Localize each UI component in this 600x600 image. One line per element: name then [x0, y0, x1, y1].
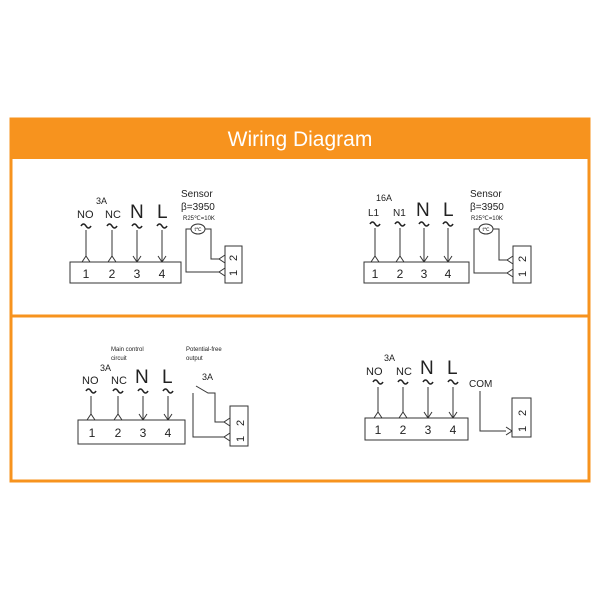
output-terminal-2: 2: [235, 420, 247, 426]
output-block: [229, 405, 249, 447]
sensor-resistance: R25℃=10K: [183, 216, 215, 222]
page-title: Wiring Diagram: [228, 128, 373, 151]
output-terminal-1: 1: [517, 271, 529, 277]
output-block: [511, 397, 532, 438]
terminal-1: 1: [83, 267, 90, 281]
input-label-l1: L1: [368, 208, 380, 219]
output-label-line2: output: [186, 356, 203, 362]
tilde-icons: [85, 388, 174, 394]
output-label-line1: Potential-free: [186, 347, 222, 353]
terminal-3: 3: [425, 423, 432, 437]
diagram-sensor-3a: NO 3A NC N L 1 2 3 4 Sensor β=3950 R25℃=…: [69, 189, 243, 284]
sensor-symbol: t℃: [194, 227, 201, 233]
sensor-beta: β=3950: [470, 202, 504, 213]
terminal-4: 4: [450, 423, 457, 437]
terminal-4: 4: [165, 426, 172, 440]
input-label-nc: NC: [111, 375, 127, 387]
terminal-1: 1: [375, 423, 382, 437]
tilde-icons: [369, 221, 454, 227]
input-label-nc: NC: [396, 366, 412, 378]
terminal-1: 1: [372, 267, 379, 281]
output-terminal-2: 2: [517, 256, 529, 262]
input-label-n1: N1: [393, 208, 406, 219]
terminal-2: 2: [397, 267, 404, 281]
input-label-n: N: [420, 358, 434, 379]
rating-label: 3A: [100, 363, 111, 373]
input-label-n: N: [135, 367, 149, 388]
terminal-block: [69, 261, 182, 284]
terminal-2: 2: [115, 426, 122, 440]
terminal-4: 4: [445, 267, 452, 281]
rating-label: 3A: [96, 196, 107, 206]
terminal-3: 3: [140, 426, 147, 440]
sensor-beta: β=3950: [181, 202, 215, 213]
main-label-line1: Main control: [111, 347, 144, 353]
sensor-symbol: t℃: [482, 227, 489, 233]
input-label-no: NO: [82, 375, 99, 387]
input-label-no: NO: [366, 366, 383, 378]
sensor-label: Sensor: [181, 189, 213, 200]
input-label-no: NO: [77, 209, 94, 221]
main-label-line2: circuit: [111, 356, 127, 362]
output-block: [224, 245, 243, 284]
output-terminal-1: 1: [228, 270, 240, 276]
input-label-nc: NC: [105, 209, 121, 221]
output-terminal-2: 2: [228, 255, 240, 261]
header-bar: [11, 119, 589, 159]
terminal-block: [364, 417, 469, 441]
tilde-icons: [80, 223, 168, 229]
sensor-label: Sensor: [470, 189, 502, 200]
input-label-l: L: [157, 202, 168, 223]
terminal-2: 2: [109, 267, 116, 281]
terminal-3: 3: [134, 267, 141, 281]
input-label-n: N: [130, 202, 144, 223]
rating-label: 3A: [384, 353, 395, 363]
input-label-l: L: [447, 358, 458, 379]
rating-label: 16A: [376, 193, 392, 203]
terminal-4: 4: [159, 267, 166, 281]
diagram-sensor-16a: L1 16A N1 N L 1 2 3 4 Sensor β=3950 R25℃…: [363, 189, 532, 284]
diagram-com: NO 3A NC N L COM 1 2 3 4 1 2: [364, 353, 532, 441]
output-terminal-2: 2: [517, 410, 529, 416]
switch-rating: 3A: [202, 372, 213, 382]
output-block: [512, 245, 532, 284]
sensor-resistance: R25℃=10K: [471, 216, 503, 222]
input-label-l: L: [443, 200, 454, 221]
output-terminal-1: 1: [517, 426, 529, 432]
terminal-block: [77, 419, 186, 445]
output-terminal-1: 1: [235, 436, 247, 442]
input-label-l: L: [162, 367, 173, 388]
terminal-block: [363, 261, 470, 284]
switch-icon: [192, 385, 224, 438]
terminal-3: 3: [421, 267, 428, 281]
com-label: COM: [469, 379, 492, 390]
diagram-potential-free: Main control circuit Potential-free outp…: [77, 347, 249, 447]
terminal-1: 1: [89, 426, 96, 440]
terminal-2: 2: [400, 423, 407, 437]
tilde-icons: [372, 379, 459, 385]
input-label-n: N: [416, 200, 430, 221]
